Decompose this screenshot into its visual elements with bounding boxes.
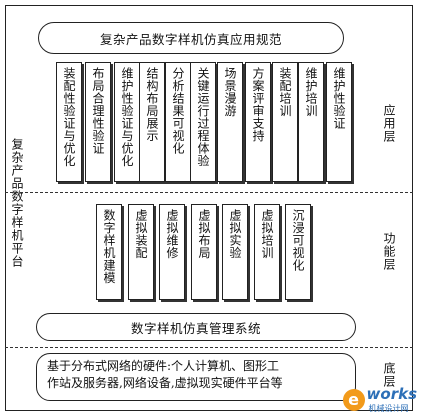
func-item-label: 虚拟装配	[134, 209, 148, 259]
function-layer-label: 功能层	[382, 232, 396, 271]
func-item-label: 沉浸可视化	[291, 209, 305, 272]
app-box-structure-display: 结构布局展示	[139, 62, 165, 182]
app-item-label: 装配性验证与优化	[62, 67, 76, 167]
app-box-maintenance-training: 维护培训	[298, 62, 324, 182]
app-box-assembly-validation: 装配性验证与优化	[56, 62, 82, 182]
app-item-label: 分析结果可视化	[171, 67, 185, 155]
layer-separator-top	[5, 192, 413, 193]
app-box-assembly-training: 装配培训	[272, 62, 298, 182]
app-item-label: 场景漫游	[223, 67, 237, 117]
app-item-label: 维护培训	[304, 67, 318, 117]
app-item-label: 结构布局展示	[145, 67, 159, 142]
func-box-virtual-assembly: 虚拟装配	[128, 204, 154, 300]
platform-label: 复杂产品数字样机平台	[10, 138, 24, 268]
outer-frame	[5, 5, 413, 411]
app-item-label: 维护性验证	[332, 67, 346, 130]
spec-title: 复杂产品数字样机仿真应用规范	[38, 22, 344, 54]
app-box-maintainability-validation: 维护性验证与优化	[114, 62, 140, 182]
func-item-label: 数字样机建模	[102, 209, 116, 284]
app-box-key-process: 关键运行过程体验	[190, 62, 216, 182]
eworks-watermark: e works 机械设计网	[342, 385, 417, 414]
management-system-text: 数字样机仿真管理系统	[130, 320, 261, 336]
app-item-label: 方案评审支持	[251, 67, 265, 142]
func-item-label: 虚拟培训	[260, 209, 274, 259]
eworks-logo-icon: e	[342, 388, 365, 411]
layer-separator-bottom	[5, 347, 413, 348]
func-box-virtual-training: 虚拟培训	[254, 204, 280, 300]
hardware-line-2: 作站及服务器,网络设备,虚拟现实硬件平台等	[47, 376, 283, 390]
func-box-virtual-maintenance: 虚拟维修	[159, 204, 185, 300]
func-box-modeling: 数字样机建模	[96, 204, 122, 300]
func-item-label: 虚拟维修	[165, 209, 179, 259]
app-box-analysis-visualization: 分析结果可视化	[165, 62, 191, 182]
hardware-description: 基于分布式网络的硬件:个人计算机、图形工 作站及服务器,网络设备,虚拟现实硬件平…	[36, 353, 356, 401]
app-item-label: 布局合理性验证	[91, 67, 105, 155]
app-box-scene-roaming: 场景漫游	[217, 62, 243, 182]
watermark-cn: 机械设计网	[368, 404, 409, 413]
base-layer-label: 底层	[382, 362, 396, 388]
func-box-virtual-experiment: 虚拟实验	[222, 204, 248, 300]
func-box-virtual-layout: 虚拟布局	[191, 204, 217, 300]
hardware-line-1: 基于分布式网络的硬件:个人计算机、图形工	[47, 359, 280, 373]
func-item-label: 虚拟实验	[228, 209, 242, 259]
application-layer-label: 应用层	[382, 104, 396, 143]
app-box-maintainability-check: 维护性验证	[326, 62, 352, 182]
app-item-label: 维护性验证与优化	[120, 67, 134, 167]
func-item-label: 虚拟布局	[197, 209, 211, 259]
func-box-immersive-visualization: 虚拟培训 沉浸可视化	[285, 204, 311, 300]
spec-title-text: 复杂产品数字样机仿真应用规范	[99, 31, 282, 47]
watermark-text: works	[366, 385, 417, 403]
app-item-label: 装配培训	[278, 67, 292, 117]
app-box-review-support: 方案评审支持	[245, 62, 271, 182]
management-system: 数字样机仿真管理系统	[36, 313, 356, 341]
app-item-label: 关键运行过程体验	[196, 67, 210, 167]
app-box-layout-validation: 布局合理性验证	[85, 62, 111, 182]
